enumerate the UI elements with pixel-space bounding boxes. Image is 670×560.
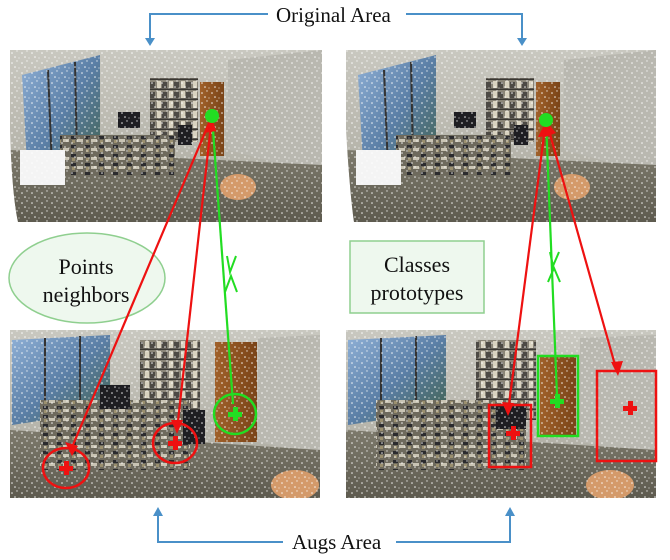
red-cross-icon	[506, 426, 520, 440]
green-cross-icon	[550, 394, 564, 408]
right-prototype-links	[502, 119, 623, 416]
prototype-box-green	[536, 354, 580, 438]
points-neighbors-line1: Points	[58, 254, 114, 279]
red-link-left-far	[68, 115, 214, 453]
panel-original-left	[10, 50, 322, 222]
neighbor-circle-positive	[212, 392, 258, 436]
prototype-box-red-left	[487, 403, 533, 469]
bracket-arrowhead-top-left	[145, 38, 155, 46]
original-area-label: Original Area	[272, 5, 395, 26]
bracket-arrowhead-top-right	[517, 38, 527, 46]
panel-augs-right	[346, 330, 656, 498]
panel-original-right	[346, 50, 656, 222]
points-neighbors-oval	[8, 232, 166, 324]
red-link-left-mid	[175, 115, 214, 431]
augs-area-label: Augs Area	[288, 532, 386, 553]
panel-augs-left	[10, 330, 320, 498]
green-cross-icon	[228, 407, 242, 421]
classes-prototypes-line1: Classes	[384, 252, 450, 277]
red-link-right-right	[544, 119, 619, 373]
green-link-left	[210, 115, 235, 405]
prototype-box-red-right	[595, 369, 658, 463]
green-dot-icon	[205, 109, 219, 123]
green-dot-icon	[539, 113, 553, 127]
classes-prototypes-line2: prototypes	[370, 280, 464, 305]
neighbor-circle-far	[41, 446, 91, 490]
classes-prototypes-label: Classes prototypes	[350, 251, 484, 307]
original-area-bracket	[149, 13, 523, 40]
augs-area-bracket	[157, 514, 511, 543]
neighbor-circle-mid	[151, 421, 199, 465]
red-cross-icon	[623, 401, 637, 415]
points-neighbors-line2: neighbors	[42, 282, 130, 307]
red-arrowhead-right-right	[611, 361, 623, 376]
points-neighbors-label: Points neighbors	[10, 253, 162, 309]
bracket-arrowhead-bottom-right	[505, 507, 515, 516]
red-cross-icon	[59, 461, 73, 475]
classes-prototypes-box	[349, 240, 485, 314]
bracket-arrowhead-bottom-left	[153, 507, 163, 516]
red-cross-icon	[168, 436, 182, 450]
red-link-right-left	[506, 119, 548, 413]
